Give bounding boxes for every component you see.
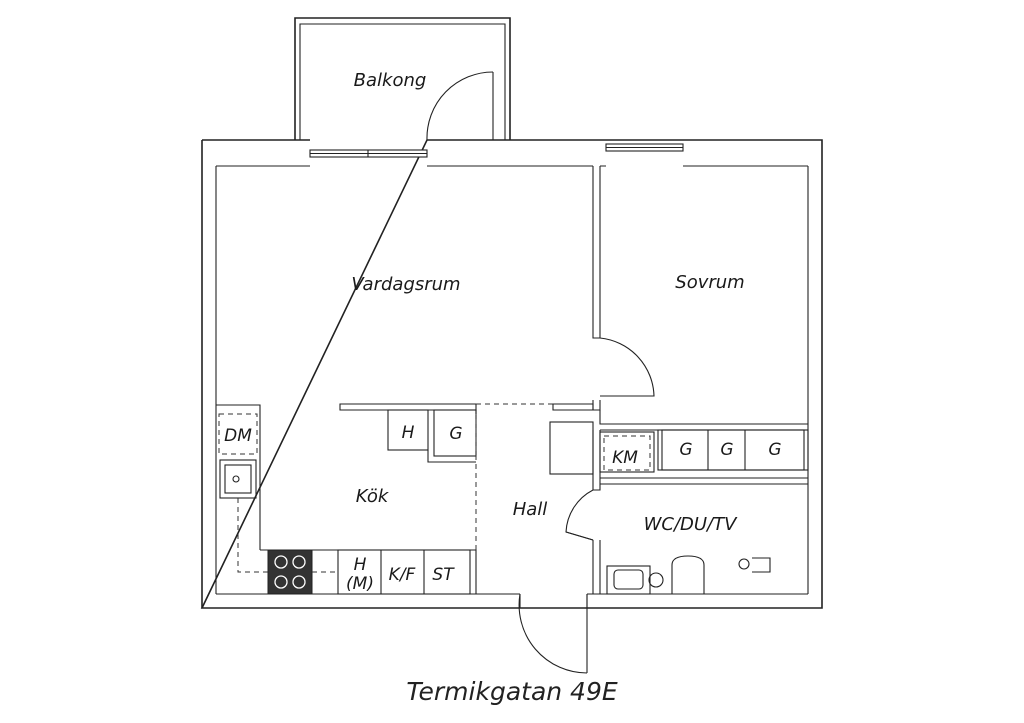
partition-living-bedroom bbox=[592, 166, 808, 431]
bathroom-walls bbox=[565, 430, 808, 595]
fixture-label-dm: DM bbox=[224, 426, 252, 446]
fixture-label-km: KM bbox=[612, 448, 638, 468]
balcony bbox=[294, 17, 511, 140]
room-label-vardagsrum: Vardagsrum bbox=[351, 274, 460, 295]
outer-walls bbox=[200, 139, 823, 609]
bathroom-fixtures bbox=[606, 555, 771, 595]
plan-title: Termikgatan 49E bbox=[406, 677, 618, 706]
fixture-label-g2: G bbox=[720, 440, 733, 460]
entrance-door bbox=[518, 593, 588, 674]
fixture-label-g1: G bbox=[679, 440, 692, 460]
room-label-kok: Kök bbox=[356, 486, 390, 507]
fixture-label-kf: K/F bbox=[389, 565, 416, 585]
wardrobes bbox=[599, 429, 809, 473]
kitchen-top-wall bbox=[339, 403, 594, 463]
fixture-label-h-bottom: H bbox=[354, 555, 367, 575]
kitchen-appliances bbox=[218, 413, 471, 595]
window-bedroom bbox=[605, 143, 684, 152]
balcony-door bbox=[426, 71, 494, 141]
room-label-balkong: Balkong bbox=[354, 70, 427, 91]
room-label-sovrum: Sovrum bbox=[675, 272, 744, 293]
room-label-wc: WC/DU/TV bbox=[644, 514, 739, 535]
window-living-room bbox=[309, 149, 428, 158]
fixture-label-st: ST bbox=[432, 565, 455, 585]
fixture-label-g-top: G bbox=[449, 424, 462, 444]
fixture-label-h-bottom-sub: (M) bbox=[346, 574, 374, 594]
fixture-label-g3: G bbox=[768, 440, 781, 460]
fixture-label-h-top: H bbox=[402, 423, 415, 443]
hall-closet bbox=[549, 421, 594, 475]
room-label-hall: Hall bbox=[513, 499, 548, 520]
hall-kitchen-divider bbox=[470, 410, 477, 594]
